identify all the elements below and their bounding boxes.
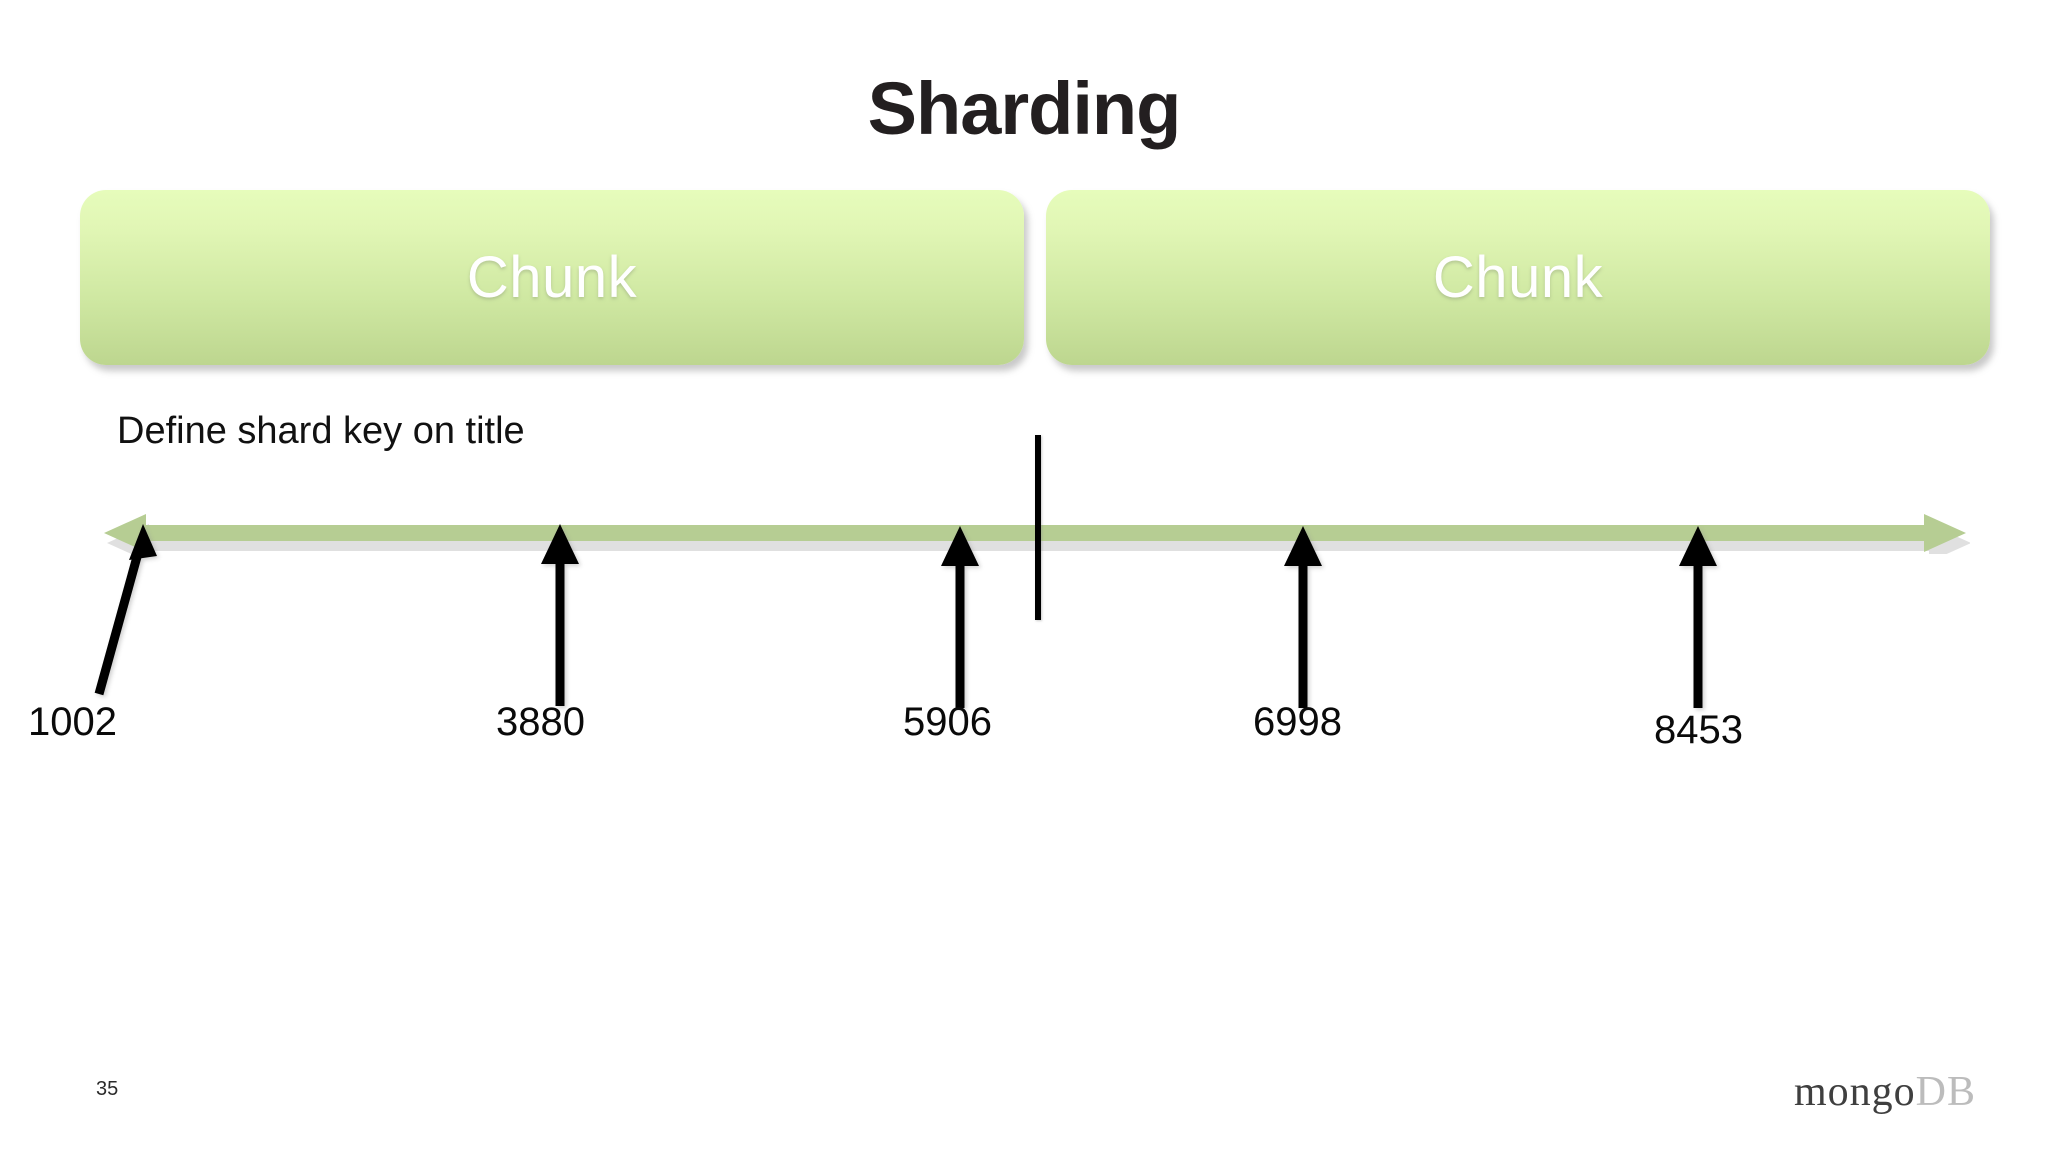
- mongodb-logo-mongo: mongo: [1793, 1069, 1916, 1115]
- tick-label-8453: 8453: [1654, 708, 1743, 752]
- mongodb-logo-db: DB: [1915, 1069, 1976, 1115]
- tick-arrow-5906-icon: [941, 526, 979, 708]
- tick-arrow-3880-icon: [541, 524, 579, 706]
- tick-label-5906: 5906: [903, 700, 992, 744]
- tick-label-3880: 3880: [496, 700, 585, 744]
- chunk-box-right: Chunk: [1046, 190, 1990, 365]
- page-title: Sharding: [867, 67, 1182, 150]
- page-number: 35: [96, 1078, 119, 1100]
- shard-key-caption: Define shard key on title: [117, 410, 525, 452]
- tick-arrow-6998-icon: [1284, 526, 1322, 708]
- tick-arrow-8453-icon: [1679, 526, 1717, 708]
- tick-label-6998: 6998: [1253, 700, 1342, 744]
- tick-label-1002: 1002: [28, 700, 117, 744]
- chunk-box-left: Chunk: [80, 190, 1024, 365]
- mongodb-logo: mongoDB: [1794, 1068, 1976, 1116]
- chunk-boundary-divider: [1035, 435, 1041, 620]
- tick-arrow-1002-icon: [94, 524, 157, 696]
- chunk-label-left: Chunk: [466, 245, 638, 310]
- chunk-label-right: Chunk: [1432, 245, 1604, 310]
